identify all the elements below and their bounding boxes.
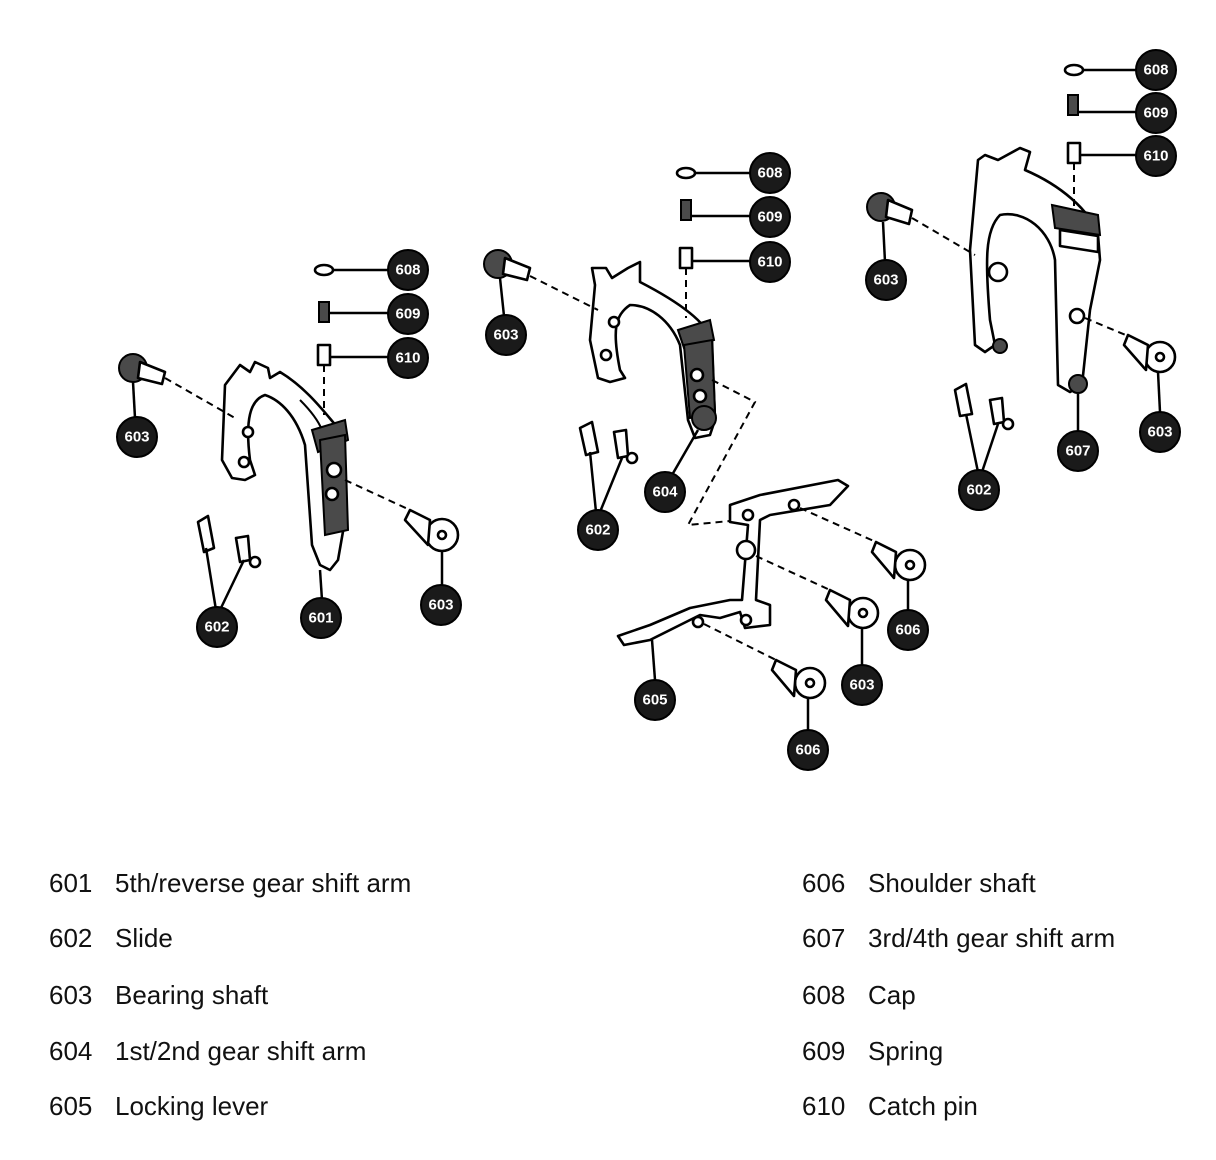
legend-number: 608 bbox=[802, 980, 846, 1010]
callout-610: 610 bbox=[387, 337, 429, 379]
spring-609 bbox=[680, 199, 692, 221]
svg-text:610: 610 bbox=[1143, 148, 1168, 165]
callout-609: 609 bbox=[387, 293, 429, 335]
svg-text:608: 608 bbox=[757, 165, 782, 182]
svg-text:603: 603 bbox=[849, 677, 874, 694]
catch-pin-610 bbox=[1066, 141, 1082, 165]
legend-number: 610 bbox=[802, 1091, 846, 1121]
legend-item: 609 Spring bbox=[802, 1036, 943, 1066]
svg-text:602: 602 bbox=[204, 619, 229, 636]
legend-label: Cap bbox=[868, 980, 916, 1010]
svg-text:601: 601 bbox=[308, 610, 333, 627]
callout-604: 604 bbox=[644, 471, 686, 513]
legend-item: 608 Cap bbox=[802, 980, 916, 1010]
callout-603: 603 bbox=[116, 416, 158, 458]
legend-label: 1st/2nd gear shift arm bbox=[115, 1036, 367, 1066]
legend-label: Bearing shaft bbox=[115, 980, 269, 1010]
legend-number: 606 bbox=[802, 868, 846, 898]
svg-text:610: 610 bbox=[757, 254, 782, 271]
legend-item: 606 Shoulder shaft bbox=[802, 868, 1036, 898]
group-right: 608 609 610 603 603 602 607 bbox=[865, 49, 1181, 511]
legend-label: Locking lever bbox=[115, 1091, 269, 1121]
legend-label: Catch pin bbox=[868, 1091, 978, 1121]
legend-number: 604 bbox=[49, 1036, 93, 1066]
callout-608: 608 bbox=[749, 152, 791, 194]
legend-item: 610 Catch pin bbox=[802, 1091, 978, 1121]
callout-603: 603 bbox=[1139, 411, 1181, 453]
callout-605: 605 bbox=[634, 679, 676, 721]
catch-pin-610 bbox=[678, 246, 694, 270]
legend-label: Shoulder shaft bbox=[868, 868, 1036, 898]
spring-609 bbox=[1067, 94, 1079, 116]
callout-609: 609 bbox=[1135, 92, 1177, 134]
svg-text:609: 609 bbox=[395, 306, 420, 323]
legend-number: 607 bbox=[802, 923, 846, 953]
svg-text:603: 603 bbox=[873, 272, 898, 289]
group-left: 608 609 610 603 603 602 601 bbox=[116, 249, 462, 648]
callout-603: 603 bbox=[841, 664, 883, 706]
callout-602: 602 bbox=[958, 469, 1000, 511]
svg-text:603: 603 bbox=[493, 327, 518, 344]
svg-text:604: 604 bbox=[652, 484, 678, 501]
svg-text:608: 608 bbox=[1143, 62, 1168, 79]
legend-item: 605 Locking lever bbox=[49, 1091, 268, 1121]
legend-number: 603 bbox=[49, 980, 93, 1010]
svg-text:605: 605 bbox=[642, 692, 667, 709]
legend-item: 602 Slide bbox=[49, 923, 173, 953]
svg-text:607: 607 bbox=[1065, 443, 1090, 460]
legend-item: 601 5th/reverse gear shift arm bbox=[49, 868, 411, 898]
slide-602 bbox=[953, 382, 974, 418]
legend-item: 604 1st/2nd gear shift arm bbox=[49, 1036, 366, 1066]
cap-608 bbox=[313, 263, 335, 277]
callout-607: 607 bbox=[1057, 430, 1099, 472]
legend-label: 5th/reverse gear shift arm bbox=[115, 868, 412, 898]
svg-text:603: 603 bbox=[428, 597, 453, 614]
legend-number: 605 bbox=[49, 1091, 93, 1121]
callout-608: 608 bbox=[387, 249, 429, 291]
svg-text:606: 606 bbox=[895, 622, 920, 639]
callout-603: 603 bbox=[485, 314, 527, 356]
parts-legend: 601 5th/reverse gear shift arm 602 Slide 6… bbox=[0, 860, 1216, 1140]
callout-608: 608 bbox=[1135, 49, 1177, 91]
catch-pin-610 bbox=[316, 343, 332, 367]
svg-text:609: 609 bbox=[757, 209, 782, 226]
callout-609: 609 bbox=[749, 196, 791, 238]
slide-602 bbox=[196, 514, 216, 554]
spring-609 bbox=[318, 301, 330, 323]
svg-text:606: 606 bbox=[795, 742, 820, 759]
callout-601: 601 bbox=[300, 597, 342, 639]
group-lever: 606 603 605 606 bbox=[616, 478, 929, 771]
legend-number: 602 bbox=[49, 923, 93, 953]
callout-603: 603 bbox=[865, 259, 907, 301]
legend-label: Spring bbox=[868, 1036, 944, 1066]
callout-610: 610 bbox=[749, 241, 791, 283]
callout-602: 602 bbox=[577, 509, 619, 551]
legend-number: 601 bbox=[49, 868, 93, 898]
callout-603: 603 bbox=[420, 584, 462, 626]
svg-text:602: 602 bbox=[585, 522, 610, 539]
svg-text:610: 610 bbox=[395, 350, 420, 367]
callout-606: 606 bbox=[787, 729, 829, 771]
shift-arm-604 bbox=[588, 260, 717, 440]
callout-610: 610 bbox=[1135, 135, 1177, 177]
svg-text:603: 603 bbox=[124, 429, 149, 446]
svg-text:608: 608 bbox=[395, 262, 420, 279]
locking-lever-605 bbox=[616, 478, 850, 647]
svg-text:609: 609 bbox=[1143, 105, 1168, 122]
legend-label: Slide bbox=[115, 923, 173, 953]
cap-608 bbox=[675, 166, 697, 180]
callout-606: 606 bbox=[887, 609, 929, 651]
legend-item: 603 Bearing shaft bbox=[49, 980, 268, 1010]
callout-602: 602 bbox=[196, 606, 238, 648]
slide-602 bbox=[578, 420, 600, 457]
legend-number: 609 bbox=[802, 1036, 846, 1066]
legend-label: 3rd/4th gear shift arm bbox=[868, 923, 1116, 953]
cap-608 bbox=[1063, 63, 1085, 77]
legend-item: 607 3rd/4th gear shift arm bbox=[802, 923, 1115, 953]
exploded-parts-diagram: 608 609 610 603 603 602 601 bbox=[116, 49, 1181, 771]
group-middle: 608 609 610 603 602 604 bbox=[483, 152, 791, 551]
svg-text:602: 602 bbox=[966, 482, 991, 499]
svg-text:603: 603 bbox=[1147, 424, 1172, 441]
